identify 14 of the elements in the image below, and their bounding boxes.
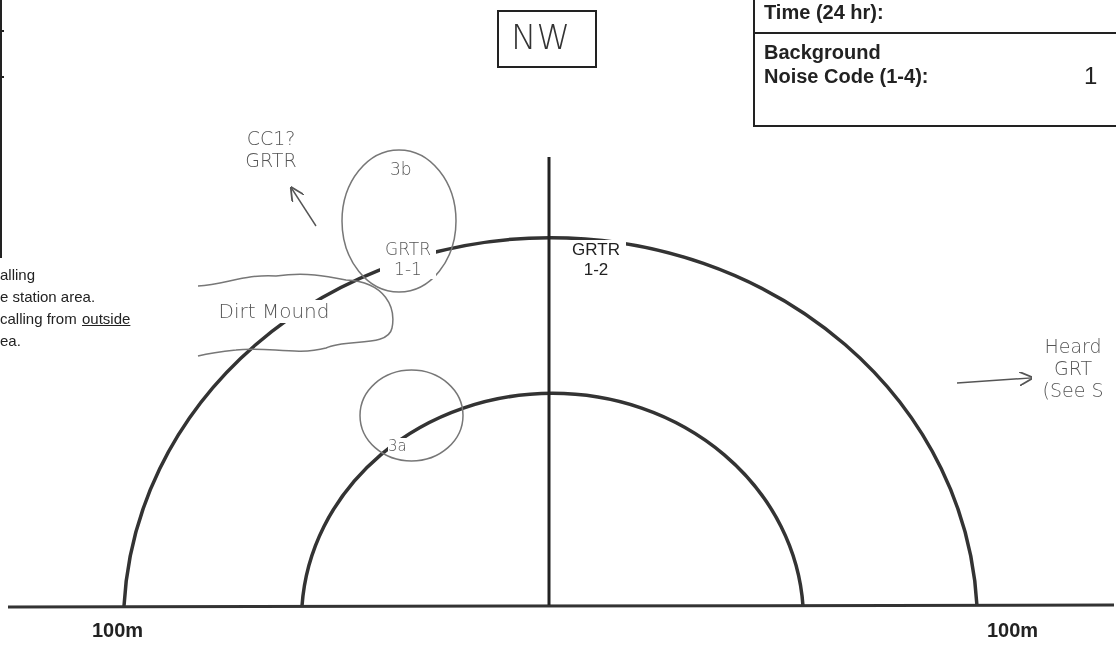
instruction-text: ea. — [0, 332, 21, 350]
distance-label: 100m — [987, 618, 1039, 642]
instruction-text: outside — [82, 310, 131, 328]
table-label: Time (24 hr): — [764, 0, 884, 24]
compass-direction-box — [497, 10, 597, 68]
table-label: Background Noise Code (1-4): — [764, 40, 930, 88]
instruction-text: calling from — [0, 310, 77, 328]
handwritten-note: GRTR 1-1 — [380, 240, 436, 280]
territory-circle — [358, 368, 465, 463]
distance-label: 100m — [92, 618, 144, 642]
territory-circle — [340, 148, 458, 294]
arrow — [289, 185, 317, 227]
instruction-text: alling — [0, 266, 36, 284]
instruction-text: e station area. — [0, 288, 96, 306]
